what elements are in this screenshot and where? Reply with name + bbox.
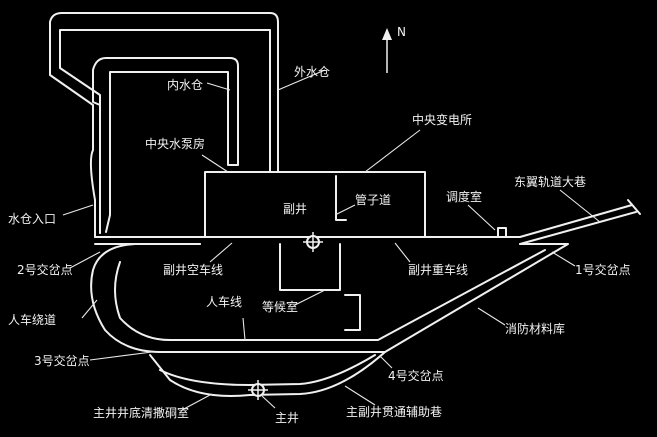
leader-lines <box>62 69 601 411</box>
aux-shaft-loaded-line-label: 副井重车线 <box>408 262 468 277</box>
outer-sump-label: 外水仓 <box>294 65 330 79</box>
pump-room-block <box>204 171 426 238</box>
intersection-2-label: 2号交岔点 <box>17 262 73 277</box>
waiting-room-label: 等候室 <box>262 299 298 314</box>
intersection-3-label: 3号交岔点 <box>34 353 90 368</box>
tunnel-network <box>49 12 641 397</box>
inner-sump-label: 内水仓 <box>167 78 203 92</box>
dispatch-room-label: 调度室 <box>446 189 482 204</box>
fire-material-store-label: 消防材料库 <box>505 321 565 336</box>
east-wing-roadway-tunnel <box>94 204 637 245</box>
labels: 外水仓 内水仓 中央水泵房 中央变电所 管子道 副井 调度室 东翼轨道大巷 水仓… <box>8 65 631 425</box>
north-arrow: N <box>382 25 406 73</box>
inner-sump-tunnel <box>92 57 239 234</box>
lower-roadway-tunnel <box>149 351 386 397</box>
substation-divider <box>335 175 347 221</box>
east-end-cap <box>627 199 641 215</box>
east-wing-roadway-label: 东翼轨道大巷 <box>514 175 586 189</box>
man-car-loop-label: 人车绕道 <box>8 312 56 327</box>
central-pump-room-label: 中央水泵房 <box>145 136 205 151</box>
auxiliary-shaft-label: 副井 <box>283 202 307 216</box>
main-shaft-symbol <box>248 380 268 400</box>
main-shaft-low-level-room-label: 主井井底清撒硐室 <box>93 405 189 420</box>
aux-shaft-empty-line-label: 副井空车线 <box>163 262 223 277</box>
inner-track-line <box>114 249 546 341</box>
outer-sump-tunnel <box>49 12 279 238</box>
central-substation-label: 中央变电所 <box>412 112 472 127</box>
intersection-4-label: 4号交岔点 <box>388 368 444 383</box>
waiting-room-tunnel <box>279 243 361 331</box>
dispatch-room-nub <box>497 227 507 238</box>
main-shaft-label: 主井 <box>275 411 299 425</box>
sump-entrance-label: 水仓入口 <box>8 212 56 226</box>
man-car-loop-tunnel <box>90 243 569 353</box>
man-car-line-label: 人车线 <box>206 294 242 309</box>
auxiliary-shaft-symbol <box>303 232 323 252</box>
north-arrow-label: N <box>397 25 406 39</box>
pipe-channel-label: 管子道 <box>355 192 391 207</box>
main-aux-shaft-auxiliary-roadway-label: 主副井贯通辅助巷 <box>346 405 442 419</box>
intersection-1-label: 1号交岔点 <box>575 262 631 277</box>
